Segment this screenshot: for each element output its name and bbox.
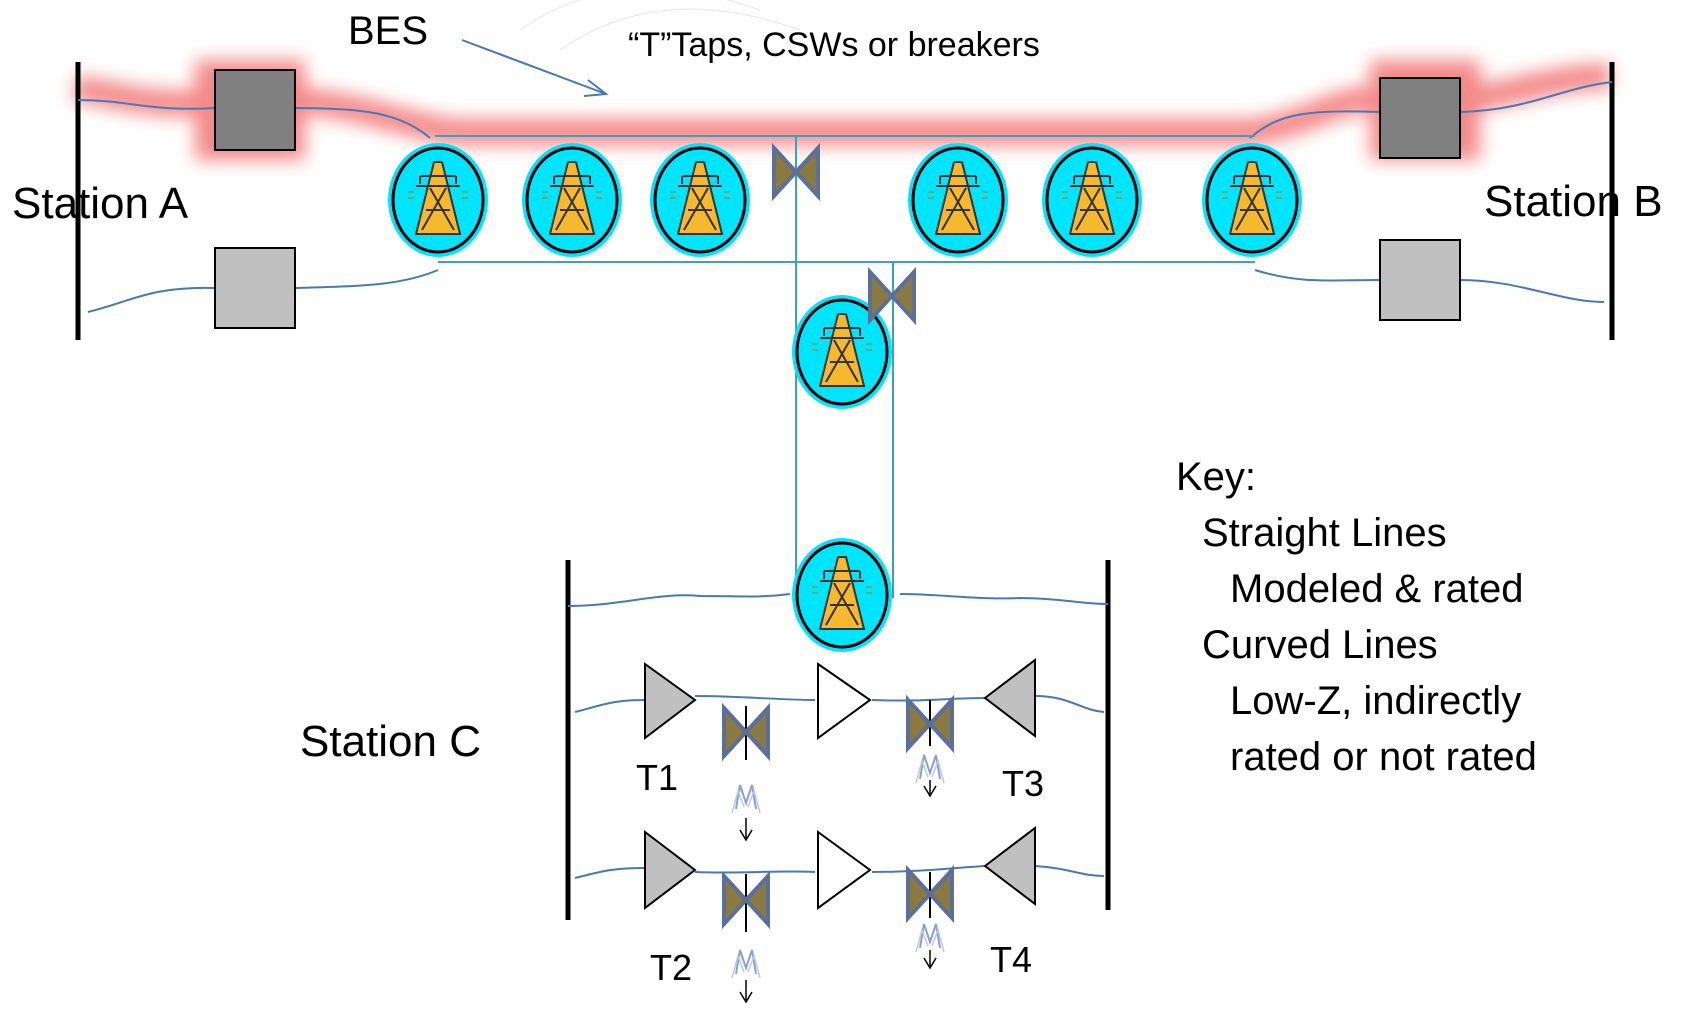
breaker-box-icon <box>1379 77 1461 159</box>
towers <box>386 141 1304 654</box>
triangle-transformer-icon <box>983 825 1036 907</box>
load-arrow-icon <box>731 784 761 814</box>
transmission-tower-icon <box>906 141 1010 259</box>
triangle-transformer-icon <box>817 662 872 740</box>
load-arrow-icon <box>731 949 761 979</box>
taps-note: “T”Taps, CSWs or breakers <box>628 26 1040 64</box>
t4-label: T4 <box>990 939 1032 980</box>
station-b-label: Station B <box>1484 177 1663 226</box>
bes-label: BES <box>348 9 428 53</box>
triangle-transformer-icon <box>644 662 697 741</box>
transmission-tower-icon <box>386 141 490 259</box>
background-arcs <box>519 0 801 51</box>
transmission-tower-icon <box>648 141 752 259</box>
station-c-transformers <box>644 657 1036 911</box>
triangle-transformer-icon <box>644 829 697 911</box>
key-title: Key: <box>1176 455 1256 499</box>
straight-lines <box>435 135 1255 598</box>
curved-wires <box>77 81 1613 879</box>
key-straight-desc: Modeled & rated <box>1230 567 1524 611</box>
t1-label: T1 <box>636 757 678 798</box>
station-c-label: Station C <box>300 717 481 766</box>
triangle-transformer-icon <box>817 830 872 910</box>
breaker-box-icon <box>1379 239 1461 321</box>
breaker-box-icon <box>214 69 296 151</box>
t2-label: T2 <box>650 947 692 988</box>
key-straight-title: Straight Lines <box>1202 511 1447 555</box>
load-arrow-icon <box>915 923 945 953</box>
transmission-tower-icon <box>790 536 894 654</box>
breaker-box-icon <box>214 247 296 329</box>
bes-arrow <box>461 39 609 97</box>
load-arrow-icon <box>915 754 945 784</box>
t3-label: T3 <box>1002 763 1044 804</box>
key-curved-title: Curved Lines <box>1202 623 1438 667</box>
key-curved-desc-2: rated or not rated <box>1230 735 1537 779</box>
key-curved-desc-1: Low-Z, indirectly <box>1230 679 1521 723</box>
transmission-tower-icon <box>1040 141 1144 259</box>
station-a-label: Station A <box>12 179 189 228</box>
triangle-transformer-icon <box>983 657 1036 739</box>
station-c-feeders <box>722 698 954 1004</box>
transmission-tower-icon <box>520 141 624 259</box>
breaker-boxes <box>214 69 1461 329</box>
key-legend: Key: Straight Lines Modeled & rated Curv… <box>1176 455 1537 779</box>
transmission-tower-icon <box>1200 141 1304 259</box>
